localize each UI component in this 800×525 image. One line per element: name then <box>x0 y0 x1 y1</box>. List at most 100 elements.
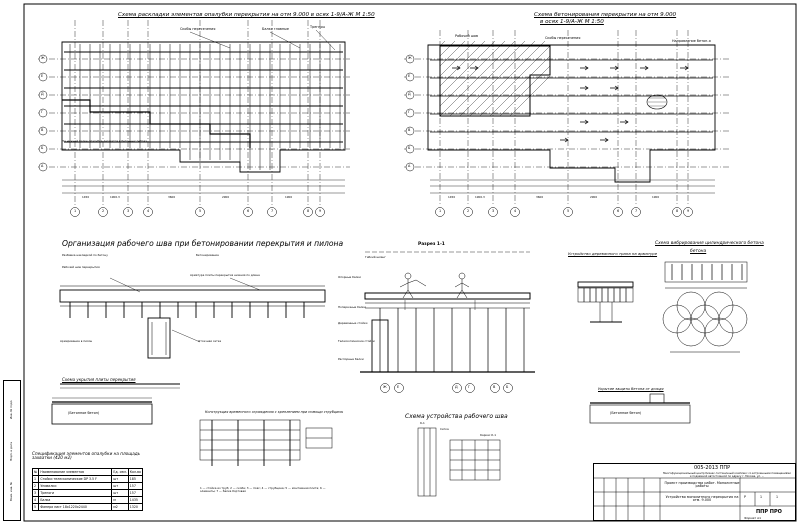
section-axis-5: В <box>493 385 496 389</box>
section-note-2: Опорные балки <box>338 275 361 279</box>
fence-title: Конструкция временного ограждения с креп… <box>205 410 344 414</box>
spec-cell: Балка <box>38 496 113 504</box>
spec-cell: 5 <box>31 503 40 511</box>
row-label-r-g: Г <box>408 110 411 114</box>
top-left-row-markers <box>38 54 48 172</box>
top-right-dim-1: 1450 <box>448 195 456 199</box>
spec-table: № Наименование элементов Ед. изм. Кол-во… <box>31 468 144 511</box>
row-label-e: Е <box>41 74 44 78</box>
row-label-r-b: Б <box>408 146 411 150</box>
table-row: 3 Треноги шт 157 <box>31 489 144 497</box>
cover-label: Схема укрытия плиты перекрытия <box>62 377 136 382</box>
axis-l-1: 1 <box>74 209 77 213</box>
wood-ladder-detail <box>577 281 634 323</box>
section-note-4: Деревянные стойки <box>338 321 368 325</box>
top-left-plan <box>38 20 350 205</box>
spec-cell: Треноги <box>38 489 113 497</box>
table-row: 1 Стойки телескопические DP 3.5 F шт 185 <box>31 475 144 483</box>
spec-cell: 1435 <box>127 496 144 504</box>
title-block-lines <box>593 477 796 521</box>
spec-cell: шт <box>111 489 129 497</box>
spec-cell: 185 <box>127 475 144 483</box>
top-left-title: Схема раскладки элементов опалубки перек… <box>118 12 375 18</box>
top-right-subtitle: в осях 1-9/А-Ж М 1:50 <box>540 19 604 25</box>
top-left-bottom-note: На нижней балке опалубка держится в бето… <box>62 139 147 143</box>
section-title: Разрез 1-1 <box>418 242 445 247</box>
top-left-dim-2: 1900.3 <box>110 195 120 199</box>
axis-r-3: 3 <box>492 209 495 213</box>
spec-h-name: Наименование элементов <box>38 468 113 476</box>
row-label-g: Г <box>41 110 44 114</box>
stamp-desc: Многофункциональный центр бизнес-гостини… <box>663 472 791 478</box>
top-right-note-1: Рабочий шов <box>455 34 478 38</box>
axis-r-9: 9 <box>687 209 690 213</box>
spec-header: № Наименование элементов Ед. изм. Кол-во <box>31 468 144 476</box>
side-label-2: Подп. и дата <box>9 441 13 461</box>
top-right-dim-5: 1900 <box>652 195 660 199</box>
stamp-format: Формат А1 <box>744 516 762 520</box>
row-label-d: Д <box>41 92 44 96</box>
row-label-v: В <box>41 128 44 132</box>
side-label-3: Инв. № подл. <box>9 399 13 419</box>
top-right-dim-3: 3600 <box>536 195 544 199</box>
spec-cell: шт <box>111 482 129 490</box>
concrete-label-left: (Бетонное бетон) <box>68 411 100 415</box>
spec-cell: 1320 <box>127 503 144 511</box>
section-axis-3: Д <box>455 385 458 389</box>
spec-cell: 157 <box>127 489 144 497</box>
title-block: 005-2013 ППР Многофункциональный центр б… <box>593 463 796 521</box>
org-note-4: Арматура плиты перекрытия нижняя по длин… <box>190 273 260 277</box>
wood-ladder-title: Устройство деревянного трапа на арматуре <box>568 251 658 256</box>
org-note-3: Бетонирование <box>196 253 219 257</box>
axis-r-1: 1 <box>439 209 442 213</box>
temp-fence-detail <box>199 419 333 466</box>
top-left-note-1: Скобы пересечения <box>180 27 216 31</box>
top-left-note-3: Трегеры <box>310 25 326 29</box>
row-label-r-zh: Ж <box>408 56 412 60</box>
axis-l-4: 4 <box>147 209 150 213</box>
concrete-label-right: (Бетонное бетон) <box>610 411 642 415</box>
fence-notes: 1 — стойка из труб; 2 — скоба; 3 — пояс;… <box>200 486 326 493</box>
section-note-1: Гибкий шланг <box>365 255 386 259</box>
spec-cell: 157 <box>127 482 144 490</box>
top-left-axis-markers <box>70 207 325 217</box>
row-label-r-a: А <box>408 164 411 168</box>
work-joint-title: Схема устройства рабочего шва <box>405 413 508 420</box>
axis-r-4: 4 <box>514 209 517 213</box>
section-note-6: Распорные балки <box>338 357 364 361</box>
org-title: Организация рабочего шва при бетонирован… <box>62 239 344 248</box>
spec-title: Спецификация элементов опалубки на площа… <box>32 451 141 461</box>
axis-r-6: 6 <box>617 209 620 213</box>
stamp-project: Проект производства работ. Монолитные ра… <box>664 481 740 489</box>
top-right-note-3: Скобы пересечения <box>545 36 581 40</box>
pour-direction-arrows <box>452 65 689 143</box>
axis-l-7: 7 <box>271 209 274 213</box>
table-row: 2 Унивилки шт 157 <box>31 482 144 490</box>
work-joint-label-1: Сетка <box>440 427 449 431</box>
section-axis-4: Г <box>468 385 471 389</box>
work-joint-label-3: К-1 <box>420 421 425 425</box>
row-label-b: Б <box>41 146 44 150</box>
top-left-dim-4: 2900 <box>222 195 230 199</box>
section-axis-6: Б <box>506 385 509 389</box>
table-row: 5 Фанера лист 18х1220х2440 м2 1320 <box>31 503 144 511</box>
org-note-2: Рабочий шов перекрытия <box>62 265 100 269</box>
top-right-axis-markers <box>435 207 693 217</box>
org-note-6: Отсечная сетка <box>198 339 222 343</box>
section-axis-1: Ж <box>383 385 387 389</box>
top-right-dim-2: 1900.3 <box>475 195 485 199</box>
top-right-dim-4: 2900 <box>590 195 598 199</box>
top-left-dim-1: 1450 <box>82 195 90 199</box>
stamp-stage: Р <box>744 495 746 499</box>
spec-h-unit: Ед. изм. <box>111 468 129 476</box>
vibration-subtitle: бетона <box>690 249 707 254</box>
stamp-sheet: 1 <box>760 495 763 499</box>
section-1-1 <box>360 251 535 373</box>
row-label-r-v: В <box>408 128 411 132</box>
axis-r-8: 8 <box>676 209 679 213</box>
axis-r-5: 5 <box>567 209 570 213</box>
top-right-row-markers <box>405 54 415 172</box>
axis-r-7: 7 <box>635 209 638 213</box>
